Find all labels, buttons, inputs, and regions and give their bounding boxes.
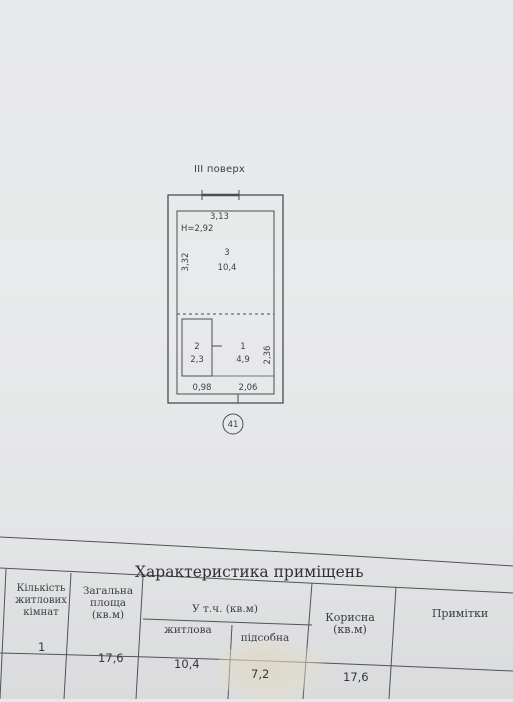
characteristics-table [0,535,513,699]
room-1-area: 4,9 [236,355,250,365]
inner-wall [176,210,275,395]
ceiling-height: H=2,92 [181,224,213,234]
floor-label: III поверх [194,164,245,175]
header-including: У т.ч. (кв.м) [192,603,258,615]
header-notes: Примітки [431,607,489,620]
dim-bottom-right: 2,06 [239,383,258,393]
room-1-number: 1 [240,342,245,352]
dim-left-height: 3,32 [181,253,191,272]
value-auxiliary: 7,2 [251,667,270,681]
apartment-number: 41 [228,420,239,430]
room-2-number: 2 [194,342,199,352]
value-rooms-count: 1 [38,640,46,654]
floor-plan: 3,13 H=2,92 3,32 3 10,4 2 2,3 1 4,9 2,36… [167,190,284,435]
dim-top-width: 3,13 [210,212,229,222]
dim-bottom-left: 0,98 [193,383,212,393]
header-rooms-count: Кількість житлових кімнат [15,583,67,618]
value-total-area: 17,6 [98,651,124,665]
header-useful: Корисна (кв.м) [325,611,375,636]
dim-right-height: 2,36 [263,346,273,365]
apartment-number-circle [222,413,244,435]
paper-stain [215,640,325,702]
table-title: Характеристика приміщень [135,563,364,581]
value-useful: 17,6 [343,670,369,684]
room-3-number: 3 [224,248,229,258]
header-total-area: Загальна площа (кв.м) [82,585,134,621]
value-living: 10,4 [174,657,200,671]
room-2-area: 2,3 [190,355,204,365]
header-living: житлова [164,624,212,636]
room-3-area: 10,4 [218,263,237,273]
